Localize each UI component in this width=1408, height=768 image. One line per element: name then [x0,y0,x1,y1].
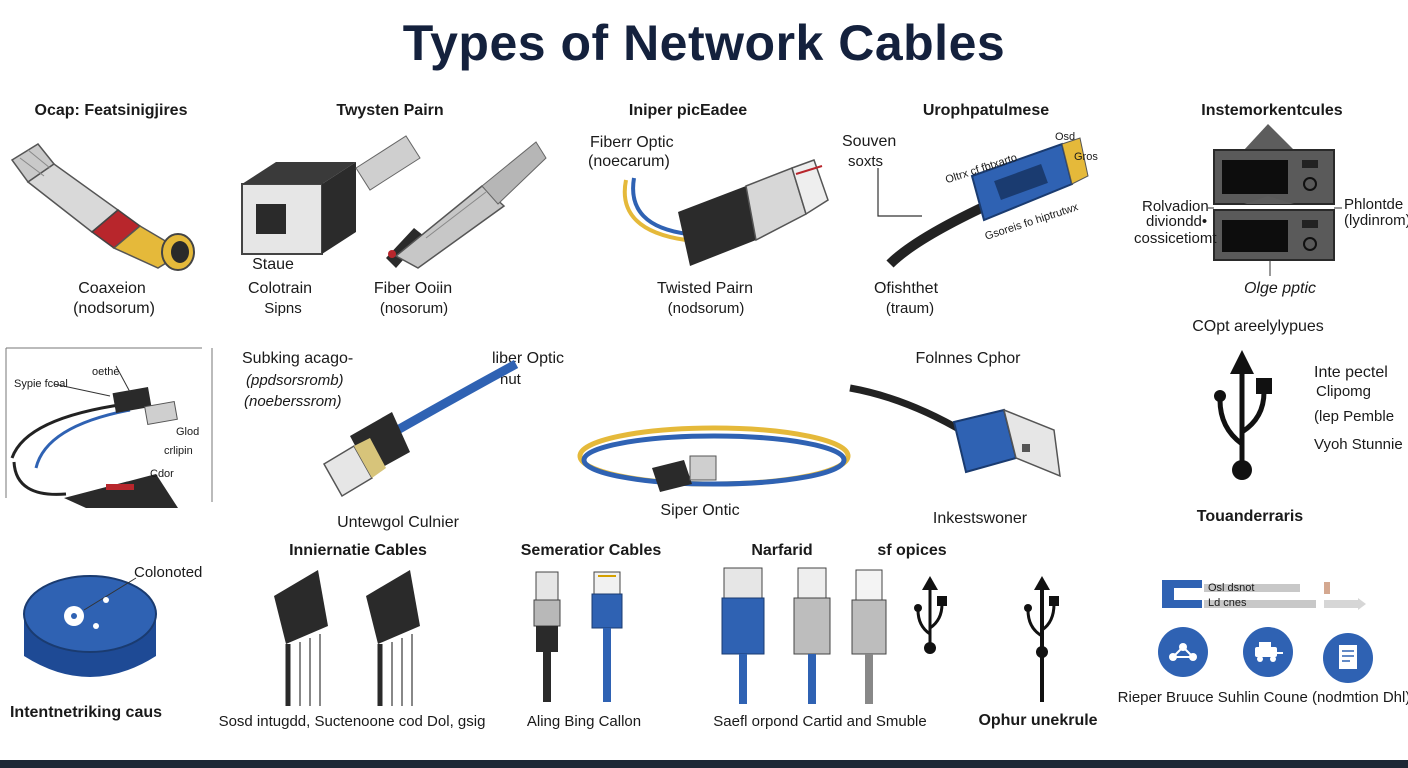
col4r3-heading-b: sf opices [877,542,947,559]
col5-left-c: cossicetiomt [1134,230,1217,247]
col5-right-a: Phlontde [1344,196,1404,213]
network-node-icon [1158,627,1208,677]
col4-label-a: Souven [842,133,897,150]
page-title: Types of Network Cables [402,15,1006,71]
col3r3-caption: Aling Bing Callon [526,713,642,730]
coax-heading: Ocap: Featsinigjires [34,102,188,119]
col2r2-label-a: Subking acago- [242,350,354,367]
fiber-optic-label: Fiberr Optic [590,134,674,151]
blue-plug-illustration [849,384,1061,478]
reel-label: Colonoted [134,564,203,581]
diagram-label-a: Sypie fcoal [14,378,68,390]
ethernet-cables-illustration [533,571,623,702]
cable-diagram-illustration [5,347,213,508]
col5r2-label-d: Vyoh Stunnie [1314,436,1403,453]
col2r3-caption: Sosd intugdd, Suctenoone cod Dol, gsig [218,713,486,730]
col4r2-label: Inkestswoner [932,510,1028,527]
col5r2-label-a: Inte pectel [1314,364,1388,381]
footer-bar [0,760,1408,768]
diagram-label-e: Cdor [150,468,174,480]
fiber-optic-sublabel: (noecarum) [588,153,670,170]
col4-tiny-a: Osd [1055,131,1076,143]
document-icon [1323,633,1373,683]
twisted-pair-connectors-illustration [241,135,547,269]
col5-left-b: diviondd• [1146,213,1208,230]
col3-heading: Iniper picEadee [628,102,748,119]
col5r2-heading: COpt areelylypues [1192,318,1324,335]
blue-patch-cable-illustration [322,360,519,498]
coax-sublabel: (nodsorum) [73,300,155,317]
usb-small-icon [914,576,947,654]
rj45-plug-illustration [622,159,829,266]
col2r3-top: Untewgol Culnier [337,514,459,531]
col6-tiny-b: Ld cnes [1208,597,1247,609]
col4r3-heading-a: Narfarid [751,542,813,559]
usb-cables-illustration [721,567,887,704]
usb-symbol-icon [1214,350,1272,480]
col2r3-heading: Inniernatie Cables [289,542,427,559]
col4-sublabel-c: (traum) [885,300,935,317]
col4-heading: Urophpatulmese [922,102,1050,119]
col6-tiny-a: Osl dsnot [1208,582,1255,594]
twisted-pair-heading: Twysten Pairn [336,102,444,119]
col2r2-sub-b: (noeberssrom) [244,393,342,410]
col5r2-label-b: Clipomg [1316,383,1372,400]
fiber-label: Fiber Ooiin [373,280,453,297]
cable-reel-illustration [23,575,157,677]
diagram-label-c: Glod [176,426,200,438]
col4-label-c: Ofishthet [873,280,939,297]
twisted-pair-sublabel: (nodsorum) [667,300,745,317]
usb-cable-symbol-icon [1024,576,1059,702]
fiber-sublabel: (nosorum) [379,300,449,317]
col5r2-label-e: Touanderraris [1196,508,1304,525]
col4-tiny-b: Gros [1074,151,1098,163]
twisted-pair-label-b: Colotrain [247,280,313,297]
col5-heading: Instemorkentcules [1201,102,1343,119]
col2r2-label-c: nut [500,371,521,388]
diagram-label-d: crlipin [164,445,193,457]
col5-label: Olge pptic [1243,280,1317,297]
bar-diagram-illustration [1162,580,1366,610]
col4r2-heading: Folnnes Cphor [915,350,1021,367]
twisted-pair-label: Twisted Pairn [656,280,754,297]
col5-right-b: (lydinrom) [1344,212,1408,229]
col5r2-label-c: (lep Pemble [1314,408,1395,425]
coax-connector-illustration [10,143,195,271]
coax-label: Coaxeion [78,280,146,297]
col5r3-caption: Ophur unekrule [978,712,1098,729]
col3r2-label: Siper Ontic [660,502,740,519]
col2r2-sub-a: (ppdsorsromb) [246,372,344,389]
blue-connector-illustration [877,137,1089,268]
col5-left-a: Rolvadion [1142,198,1209,215]
multi-cable-illustration [274,570,420,706]
col6-caption: Rieper Bruuce Suhlin Coune (nodmtion Dhl… [1117,689,1408,706]
col3r3-heading: Semeratior Cables [520,542,662,559]
network-switch-illustration [1208,124,1342,276]
vehicle-icon [1243,627,1293,677]
col4r3-caption: Saefl orpond Cartid and Smuble [713,713,927,730]
coiled-cable-illustration [577,425,851,492]
twisted-pair-label-c: Sipns [264,300,302,317]
twisted-pair-label-a: Staue [252,256,294,273]
reel-caption: Intentnetriking caus [9,704,163,721]
col4-label-b: soxts [848,153,884,170]
diagram-label-b: oethe [92,366,120,378]
